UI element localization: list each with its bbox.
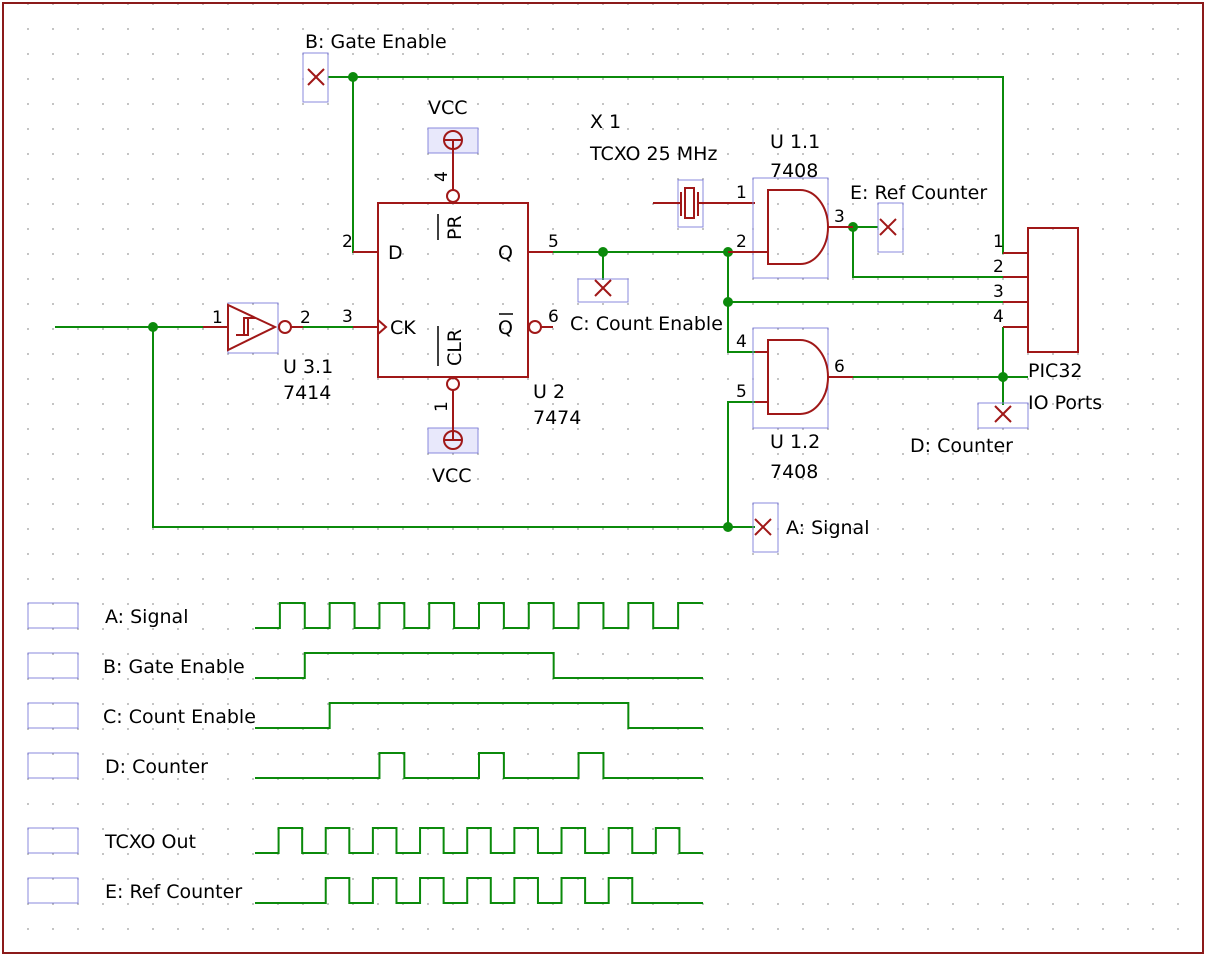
hysteresis-icon [236, 317, 256, 336]
timing-waveform [255, 877, 703, 904]
u1-2-pin-out: 6 [834, 357, 845, 377]
timing-row: C: Count Enable [27, 702, 703, 729]
probe-e-label: E: Ref Counter [850, 182, 987, 204]
ff-pin-clr: 1 [432, 401, 452, 412]
timing-waveform [255, 652, 703, 679]
timing-waveform [255, 702, 703, 729]
probe-d[interactable]: D: Counter [910, 402, 1029, 457]
u2-part: 7474 [533, 407, 581, 429]
pic-pin-3: 3 [993, 282, 1004, 302]
pic-pin-1: 1 [993, 232, 1004, 252]
and-gate-u1-2[interactable]: 4 5 6 U 1.2 7408 [736, 327, 853, 483]
u1-1-pin-a: 1 [736, 183, 747, 203]
u2-ref: U 2 [533, 381, 565, 403]
ff-q-label: Q [498, 242, 513, 264]
vcc-bottom-symbol[interactable]: VCC [427, 402, 479, 487]
u1-1-part: 7408 [770, 160, 818, 182]
timing-diagram: A: Signal B: Gate Enable C: Count EnableD:… [27, 602, 703, 904]
timing-row-label: B: Gate Enable [103, 656, 245, 678]
timing-row-marker[interactable] [27, 752, 79, 779]
timing-row: D: Counter [27, 752, 703, 779]
timing-waveform [255, 602, 703, 629]
ff-qbar-label: Q [498, 317, 513, 339]
pic-pin-2: 2 [993, 257, 1004, 277]
u1-2-pin-a: 4 [736, 332, 747, 352]
junction-dots [148, 72, 1008, 532]
u1-1-pin-b: 2 [736, 232, 747, 252]
timing-row-label: D: Counter [105, 756, 208, 778]
u1-2-ref: U 1.2 [770, 431, 820, 453]
vcc-top-symbol[interactable]: VCC [427, 97, 479, 178]
ff-pin-qbar: 6 [548, 307, 559, 327]
crystal-x1[interactable]: X 1 TCXO 25 MHz [589, 111, 755, 228]
vcc-bottom-label: VCC [432, 465, 472, 487]
pic-pin-4: 4 [993, 307, 1004, 327]
timing-row-label: E: Ref Counter [105, 881, 242, 903]
timing-row: A: Signal [27, 602, 703, 629]
pic32-connector[interactable]: 1 2 3 4 PIC32 IO Ports [993, 227, 1102, 414]
timing-row-label: C: Count Enable [103, 706, 256, 728]
ff-pin-d: 2 [342, 232, 353, 252]
ff-pin-ck: 3 [342, 307, 353, 327]
probe-c-label: C: Count Enable [570, 313, 723, 335]
probe-e[interactable]: E: Ref Counter [850, 182, 987, 253]
timing-row-marker[interactable] [27, 602, 79, 629]
timing-row: E: Ref Counter [27, 877, 703, 904]
pic-ref: PIC32 [1028, 360, 1083, 382]
ff-d-label: D [388, 242, 403, 264]
timing-row-label: TCXO Out [104, 831, 196, 853]
timing-row: TCXO Out [27, 827, 703, 854]
d-flipflop-u2[interactable]: D Q CK Q PR CLR 2 3 5 6 4 1 U 2 7474 [342, 171, 581, 429]
timing-waveform [255, 827, 703, 854]
u1-1-pin-out: 3 [834, 207, 845, 227]
timing-row-marker[interactable] [27, 702, 79, 729]
u3-pin-out: 2 [300, 308, 311, 328]
u3-ref: U 3.1 [283, 356, 333, 378]
ff-pin-pr: 4 [432, 171, 452, 182]
timing-waveform [255, 752, 703, 779]
probe-a-label: A: Signal [786, 517, 869, 539]
timing-row-label: A: Signal [105, 606, 188, 628]
u3-part: 7414 [283, 382, 331, 404]
ff-ck-label: CK [390, 317, 416, 339]
probe-c[interactable]: C: Count Enable [570, 278, 723, 335]
timing-row-marker[interactable] [27, 652, 79, 679]
pic-part: IO Ports [1028, 392, 1102, 414]
probe-d-label: D: Counter [910, 435, 1013, 457]
ff-pr-label: PR [444, 215, 466, 240]
probe-b[interactable]: B: Gate Enable [302, 31, 447, 103]
x1-ref: X 1 [590, 111, 621, 133]
vcc-top-label: VCC [428, 97, 468, 119]
timing-row: B: Gate Enable [27, 652, 703, 679]
u1-2-part: 7408 [770, 461, 818, 483]
u1-1-ref: U 1.1 [770, 131, 820, 153]
schmitt-inverter-u3-1[interactable]: 1 2 U 3.1 7414 [203, 302, 333, 404]
u3-pin-in: 1 [212, 308, 223, 328]
ff-clr-label: CLR [444, 329, 466, 366]
probe-a[interactable]: A: Signal [752, 502, 869, 553]
and-gate-u1-1[interactable]: 1 2 3 U 1.1 7408 [728, 131, 853, 279]
x1-part: TCXO 25 MHz [589, 143, 717, 165]
u1-2-pin-b: 5 [736, 382, 747, 402]
timing-row-marker[interactable] [27, 877, 79, 904]
timing-row-marker[interactable] [27, 827, 79, 854]
probe-b-label: B: Gate Enable [305, 31, 447, 53]
ff-pin-q: 5 [548, 232, 559, 252]
